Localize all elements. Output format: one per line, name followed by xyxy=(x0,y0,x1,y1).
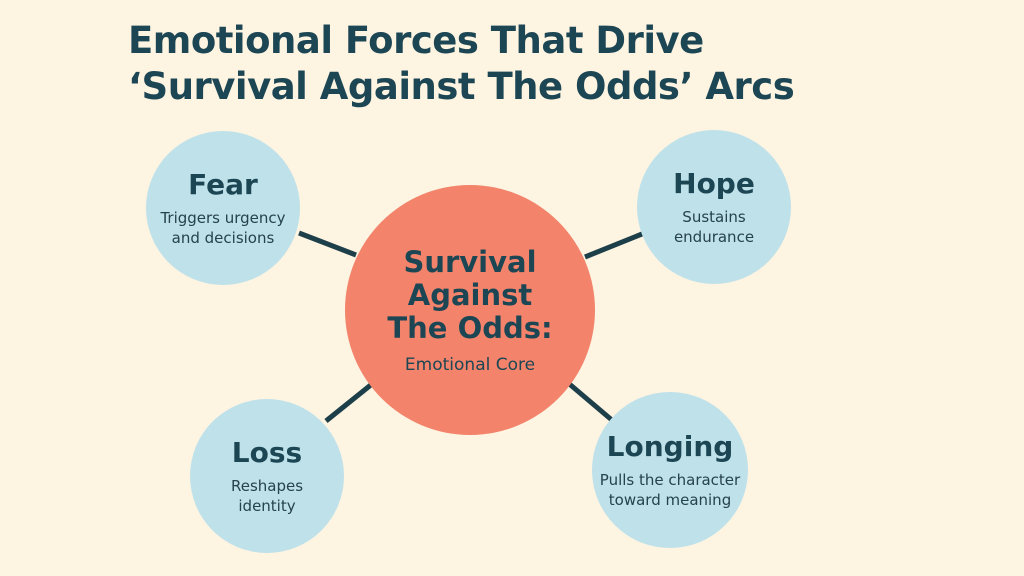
node-hope: Hope Sustains endurance xyxy=(637,130,791,284)
core-node: Survival Against The Odds: Emotional Cor… xyxy=(345,185,595,435)
node-desc-line-1: Triggers urgency xyxy=(160,209,286,227)
connector-longing xyxy=(565,380,615,423)
node-desc-line-2: identity xyxy=(238,497,296,515)
node-desc-line-1: Pulls the character xyxy=(599,471,741,489)
node-label: Longing xyxy=(606,430,734,463)
node-label: Fear xyxy=(188,168,258,201)
node-desc-line-1: Sustains xyxy=(682,208,746,226)
core-title-line-3: The Odds: xyxy=(387,310,553,345)
node-fear: Fear Triggers urgency and decisions xyxy=(146,131,300,285)
diagram-title: Emotional Forces That Drive ‘Survival Ag… xyxy=(128,18,795,110)
core-title: Survival Against The Odds: xyxy=(387,244,553,345)
title-line-2: ‘Survival Against The Odds’ Arcs xyxy=(128,65,795,108)
connector-fear xyxy=(298,230,357,258)
node-desc-line-2: toward meaning xyxy=(608,491,732,509)
node-longing: Longing Pulls the character toward meani… xyxy=(592,392,748,548)
title-line-1: Emotional Forces That Drive xyxy=(128,19,704,62)
node-label: Hope xyxy=(673,167,755,200)
connector-loss xyxy=(324,382,374,423)
core-subtitle: Emotional Core xyxy=(404,354,536,375)
core-title-line-1: Survival xyxy=(403,244,537,279)
connector-hope xyxy=(584,231,643,260)
node-desc-line-2: and decisions xyxy=(171,229,275,247)
core-title-line-2: Against xyxy=(407,277,533,312)
node-loss: Loss Reshapes identity xyxy=(190,399,344,553)
node-label: Loss xyxy=(231,436,303,469)
node-desc-line-1: Reshapes xyxy=(230,477,304,495)
node-desc-line-2: endurance xyxy=(673,228,755,246)
